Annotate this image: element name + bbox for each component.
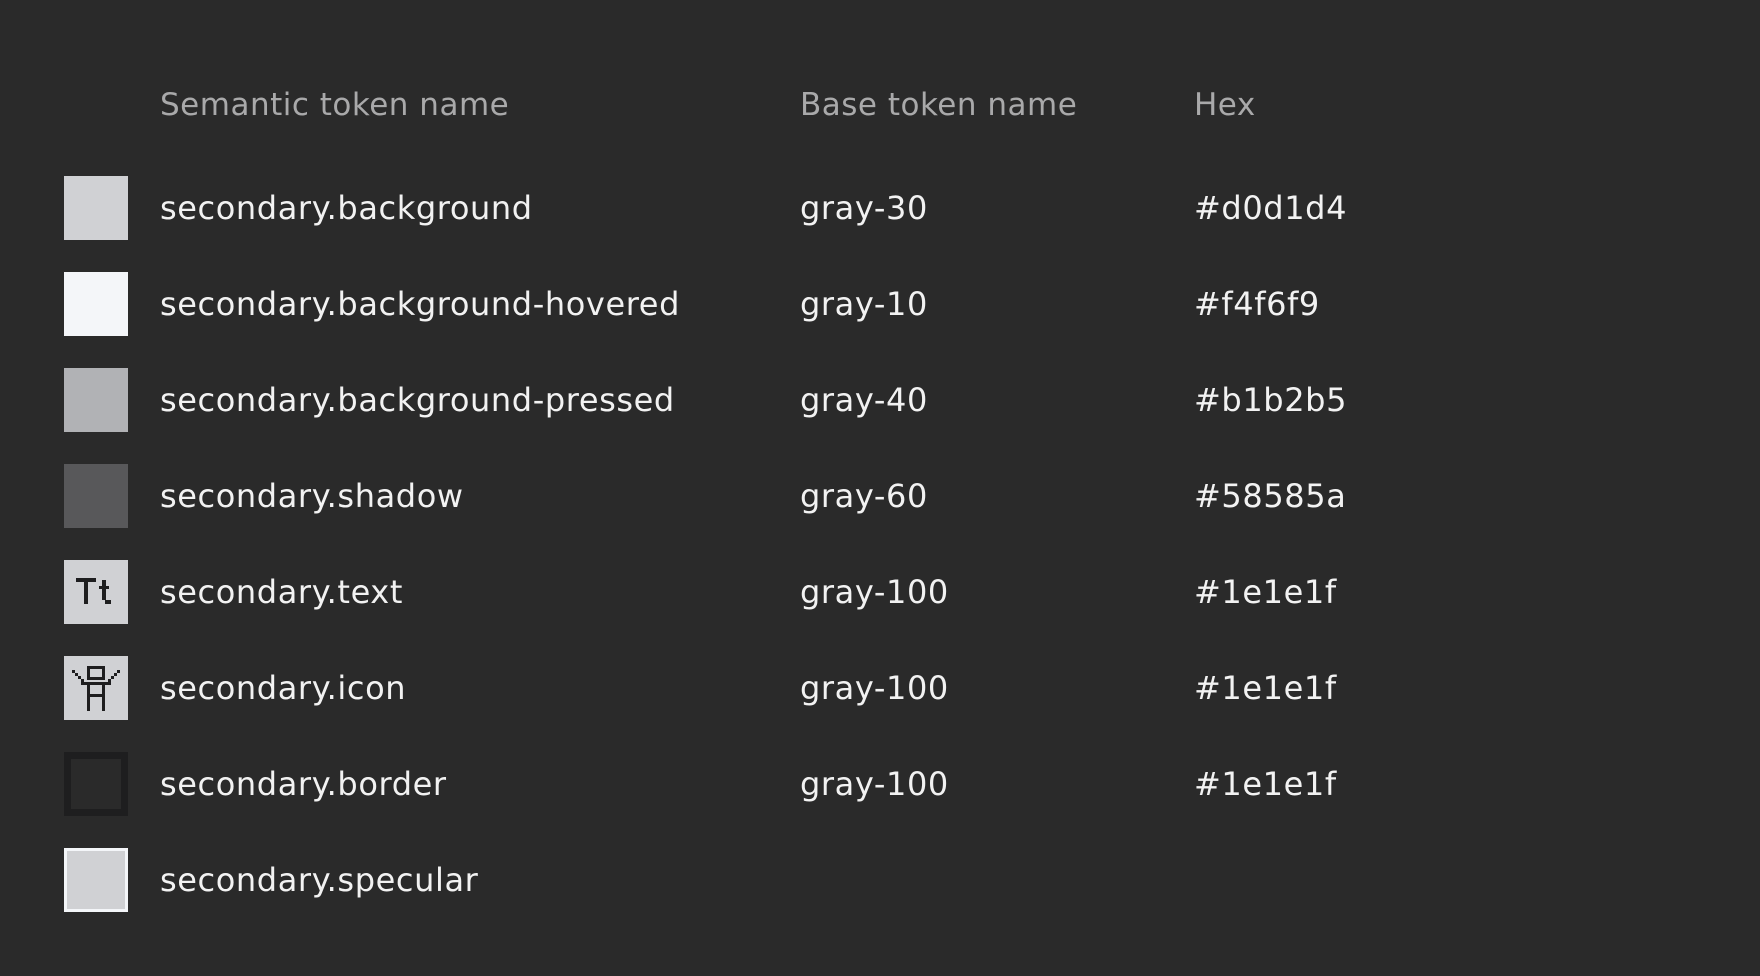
semantic-token-name: secondary.border	[160, 765, 447, 803]
color-swatch	[64, 176, 128, 240]
semantic-token-name: secondary.background-hovered	[160, 285, 680, 323]
base-token-name: gray-60	[800, 477, 928, 515]
table-row: secondary.background-hovered gray-10 #f4…	[0, 272, 1760, 336]
table-row: secondary.icon gray-100 #1e1e1f	[0, 656, 1760, 720]
table-row: secondary.border gray-100 #1e1e1f	[0, 752, 1760, 816]
hex-value: #b1b2b5	[1194, 381, 1348, 419]
swatch-fill	[64, 464, 128, 528]
semantic-token-name: secondary.background	[160, 189, 533, 227]
semantic-token-name: secondary.icon	[160, 669, 407, 707]
hex-value: #1e1e1f	[1194, 573, 1337, 611]
swatch-fill	[64, 176, 128, 240]
table-row: secondary.text gray-100 #1e1e1f	[0, 560, 1760, 624]
header-semantic-token-name: Semantic token name	[160, 87, 510, 123]
color-swatch	[64, 464, 128, 528]
base-token-name: gray-40	[800, 381, 928, 419]
semantic-token-name: secondary.text	[160, 573, 403, 611]
swatch-fill	[64, 368, 128, 432]
table-row: secondary.background-pressed gray-40 #b1…	[0, 368, 1760, 432]
semantic-token-name: secondary.background-pressed	[160, 381, 675, 419]
base-token-name: gray-30	[800, 189, 928, 227]
color-swatch	[64, 272, 128, 336]
specular-swatch	[64, 848, 128, 912]
hex-value: #f4f6f9	[1194, 285, 1320, 323]
figure-icon	[64, 656, 128, 720]
border-swatch	[64, 752, 128, 816]
table-row: secondary.background gray-30 #d0d1d4	[0, 176, 1760, 240]
base-token-name: gray-100	[800, 573, 949, 611]
text-style-icon	[64, 560, 128, 624]
table-row: secondary.shadow gray-60 #58585a	[0, 464, 1760, 528]
base-token-name: gray-100	[800, 765, 949, 803]
table-row: secondary.specular	[0, 848, 1760, 912]
swatch-fill	[64, 272, 128, 336]
semantic-token-name: secondary.shadow	[160, 477, 464, 515]
base-token-name: gray-10	[800, 285, 928, 323]
hex-value: #d0d1d4	[1194, 189, 1348, 227]
header-base-token-name: Base token name	[800, 87, 1078, 123]
hex-value: #58585a	[1194, 477, 1347, 515]
table-header: Semantic token name Base token name Hex	[0, 73, 1760, 137]
hex-value: #1e1e1f	[1194, 669, 1337, 707]
header-hex: Hex	[1194, 87, 1256, 123]
color-swatch	[64, 368, 128, 432]
semantic-token-name: secondary.specular	[160, 861, 479, 899]
hex-value: #1e1e1f	[1194, 765, 1337, 803]
base-token-name: gray-100	[800, 669, 949, 707]
